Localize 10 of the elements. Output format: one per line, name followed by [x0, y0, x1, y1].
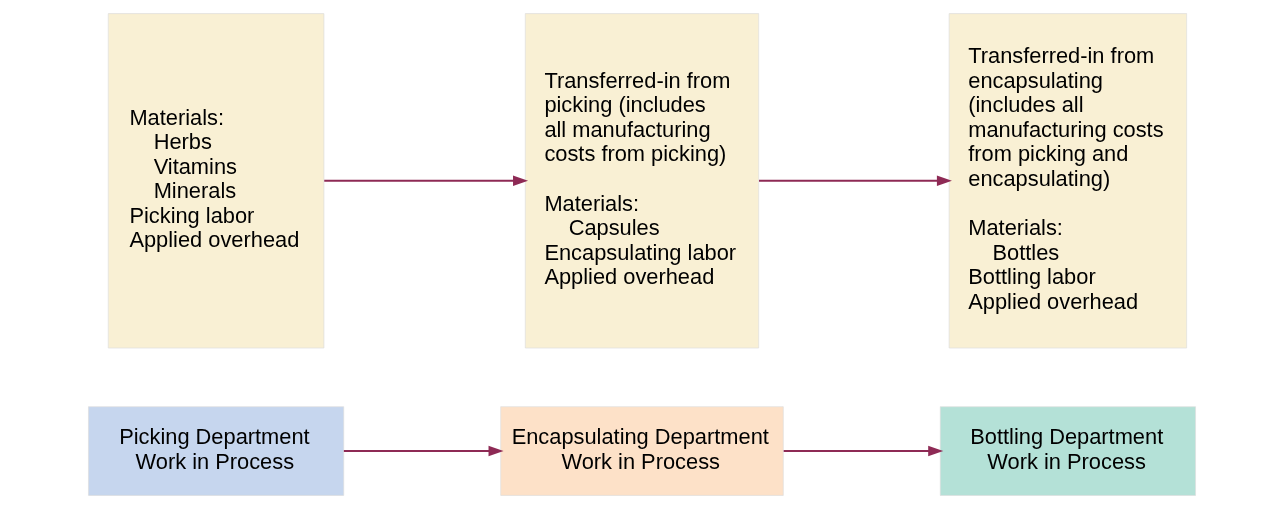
node-box: Encapsulating Department Work in Process	[500, 406, 784, 496]
arrow	[783, 445, 944, 457]
arrow	[324, 175, 529, 187]
node-box: Transferred-in from encapsulating (includes all manufacturing costs from picking and encapsulating) Materials: Bottles Bottling labor Applied overhead	[948, 13, 1187, 349]
node-box: Picking Department Work in Process	[88, 406, 345, 496]
arrow	[343, 445, 504, 457]
node-box: Bottling Department Work in Process	[939, 406, 1196, 496]
node-box: Materials: Herbs Vitamins Minerals Picking labor Applied overhead	[107, 13, 325, 349]
node-box: Transferred-in from picking (includes all manufacturing costs from picking) Materials: Capsules Encapsulating labor Applied overhead	[524, 13, 760, 349]
arrow	[759, 175, 952, 187]
